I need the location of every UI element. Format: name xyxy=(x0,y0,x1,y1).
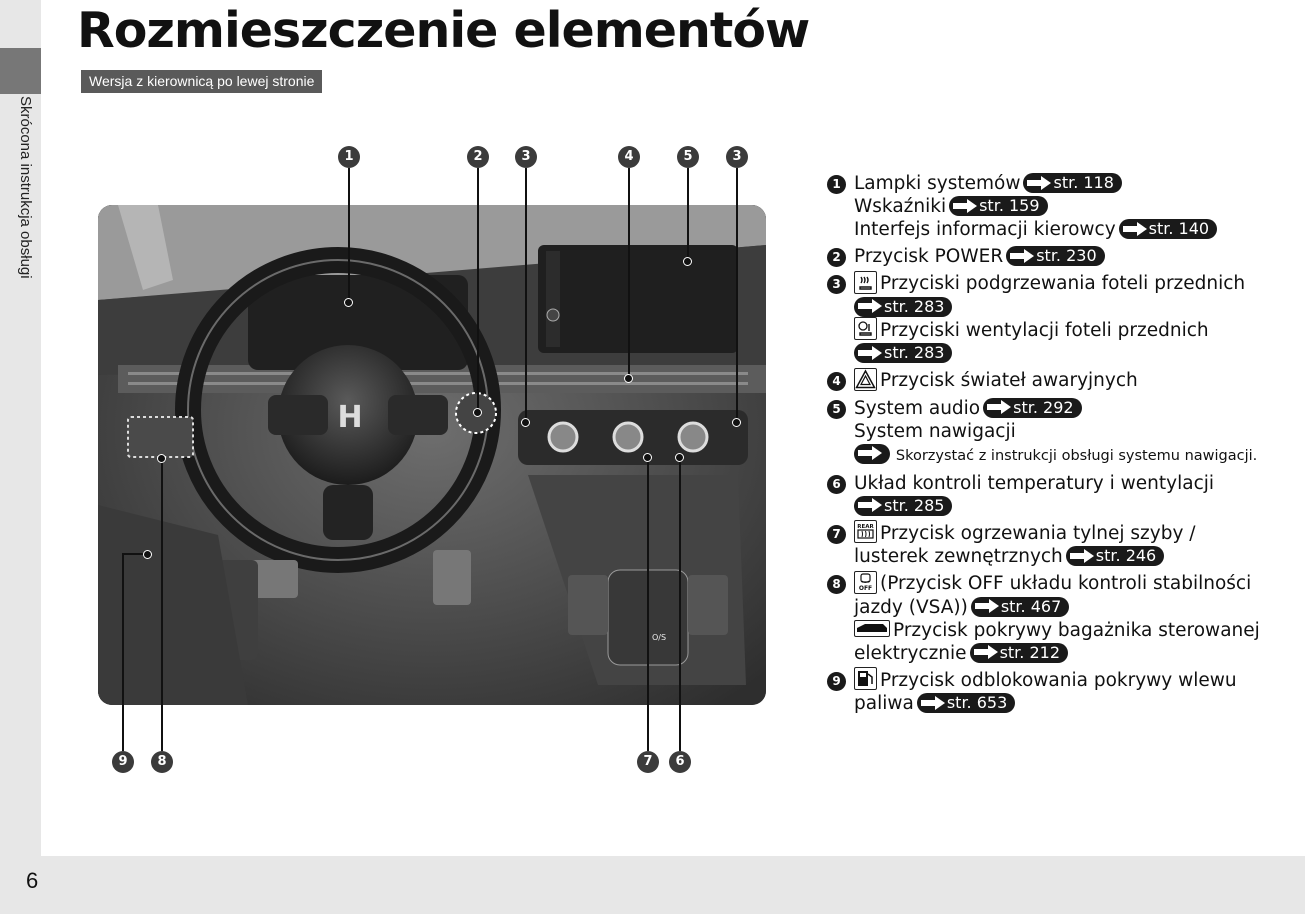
dashboard-diagram: H O/S 1 2 3 4 5 3 9 8 7 xyxy=(90,140,790,780)
legend-number: 1 xyxy=(827,175,846,194)
legend-text: Przycisk POWER xyxy=(854,246,1004,267)
callout-3a: 3 xyxy=(515,146,537,168)
legend-text: Przycisk odblokowania pokrywy wlewu xyxy=(880,669,1237,691)
callout-9: 9 xyxy=(112,751,134,773)
legend-text: Przycisk świateł awaryjnych xyxy=(880,370,1138,391)
legend-item-4: 4 Przycisk świateł awaryjnych xyxy=(827,367,1297,393)
callout-5: 5 xyxy=(677,146,699,168)
page-title: Rozmieszczenie elementów xyxy=(77,2,810,59)
legend-text: lusterek zewnętrznych xyxy=(854,546,1063,567)
seat-ventilation-icon xyxy=(854,317,877,340)
page-ref-link[interactable]: str. 140 xyxy=(1118,219,1218,239)
arrow-right-icon xyxy=(953,198,978,213)
legend-text: elektrycznie xyxy=(854,642,967,664)
callout-3b: 3 xyxy=(726,146,748,168)
legend-text: Wskaźniki xyxy=(854,196,947,217)
page-ref-link[interactable]: str. 467 xyxy=(970,596,1070,617)
legend-text: Interfejs informacji kierowcy xyxy=(854,219,1116,240)
legend-note: Skorzystać z instrukcji obsługi systemu … xyxy=(895,447,1258,464)
page-ref-link[interactable]: str. 246 xyxy=(1065,546,1165,566)
section-tab xyxy=(0,48,41,94)
arrow-right-icon xyxy=(858,446,882,460)
legend-number: 6 xyxy=(827,474,846,494)
callout-6: 6 xyxy=(669,751,691,773)
legend-item-9: 9 Przycisk odblokowania pokrywy wlewu pa… xyxy=(827,667,1297,716)
legend-item-8: 8 OFF (Przycisk OFF układu kontroli stabi… xyxy=(827,570,1297,665)
callout-1: 1 xyxy=(338,146,360,168)
honda-logo: H xyxy=(337,400,362,435)
page-ref-link[interactable]: str. 230 xyxy=(1006,246,1105,266)
legend-text: Układ kontroli temperatury i wentylacji xyxy=(854,472,1215,494)
fuel-door-icon xyxy=(854,667,877,690)
legend-text: Przycisk pokrywy bagażnika sterowanej xyxy=(893,619,1260,641)
page-ref-link[interactable]: str. 653 xyxy=(916,693,1016,713)
dashboard-illustration: H O/S xyxy=(98,205,766,705)
svg-text:OFF: OFF xyxy=(859,585,872,592)
page-ref-link[interactable]: str. 283 xyxy=(854,343,953,363)
arrow-right-icon xyxy=(973,645,998,659)
legend-text: paliwa xyxy=(854,693,914,714)
callout-4: 4 xyxy=(618,146,640,168)
arrow-right-icon xyxy=(1027,175,1052,190)
version-tag: Wersja z kierownicą po lewej stronie xyxy=(81,70,323,93)
page-ref-link[interactable]: str. 283 xyxy=(854,296,953,317)
svg-text:REAR: REAR xyxy=(857,524,874,530)
legend-number: 5 xyxy=(827,399,846,419)
legend-text: Lampki systemów xyxy=(854,173,1021,194)
page-ref-link[interactable]: str. 212 xyxy=(969,642,1068,663)
callout-8: 8 xyxy=(151,751,173,773)
legend-number: 3 xyxy=(827,275,846,294)
rear-defroster-icon: REAR xyxy=(854,520,877,543)
side-label: Skrócona instrukcja obsługi xyxy=(4,96,34,356)
legend-text: System audio xyxy=(854,397,981,419)
legend-text: (Przycisk OFF układu kontroli stabilnośc… xyxy=(880,573,1252,594)
legend-number: 8 xyxy=(827,575,846,594)
page-ref-link[interactable]: str. 118 xyxy=(1023,173,1122,193)
callout-7: 7 xyxy=(637,751,659,773)
arrow-right-icon xyxy=(987,400,1012,414)
legend-number: 9 xyxy=(827,671,846,691)
arrow-right-icon xyxy=(1069,548,1094,563)
arrow-right-icon xyxy=(858,345,882,360)
page-ref-link[interactable]: str. 159 xyxy=(949,196,1048,216)
arrow-right-icon xyxy=(974,599,999,613)
legend-number: 7 xyxy=(827,524,846,544)
legend-text: jazdy (VSA)) xyxy=(854,596,968,618)
hazard-warning-icon xyxy=(854,367,877,391)
arrow-right-icon xyxy=(1122,221,1147,236)
arrow-right-icon xyxy=(858,498,882,512)
legend-text: System nawigacji xyxy=(854,420,1016,442)
nav-manual-ref[interactable] xyxy=(854,443,890,464)
legend-number: 2 xyxy=(827,248,846,267)
arrow-right-icon xyxy=(1010,248,1035,263)
legend-item-7: 7 REAR Przycisk ogrzewania tylnej szyby /… xyxy=(827,520,1297,569)
seat-heater-icon xyxy=(854,270,877,294)
legend-item-6: 6 Układ kontroli temperatury i wentylacj… xyxy=(827,472,1297,518)
legend-item-3: 3 Przyciski podgrzewania foteli przednic… xyxy=(827,270,1297,365)
console-button-label: O/S xyxy=(652,633,666,642)
dashboard-drawing: H O/S xyxy=(98,205,766,705)
arrow-right-icon xyxy=(920,695,945,710)
page-ref-link[interactable]: str. 285 xyxy=(854,495,953,516)
arrow-right-icon xyxy=(858,299,882,313)
legend-text: Przyciski podgrzewania foteli przednich xyxy=(880,273,1246,294)
legend-text: Przycisk ogrzewania tylnej szyby / xyxy=(880,522,1196,544)
legend-number: 4 xyxy=(827,372,846,391)
page-number: 6 xyxy=(26,868,39,893)
callout-2: 2 xyxy=(467,146,489,168)
page-ref-link[interactable]: str. 292 xyxy=(983,397,1082,418)
power-tailgate-icon xyxy=(854,620,890,637)
vsa-off-icon: OFF xyxy=(854,570,877,594)
side-label-text: Skrócona instrukcja obsługi xyxy=(17,96,34,279)
legend-text: Przyciski wentylacji foteli przednich xyxy=(880,319,1209,341)
